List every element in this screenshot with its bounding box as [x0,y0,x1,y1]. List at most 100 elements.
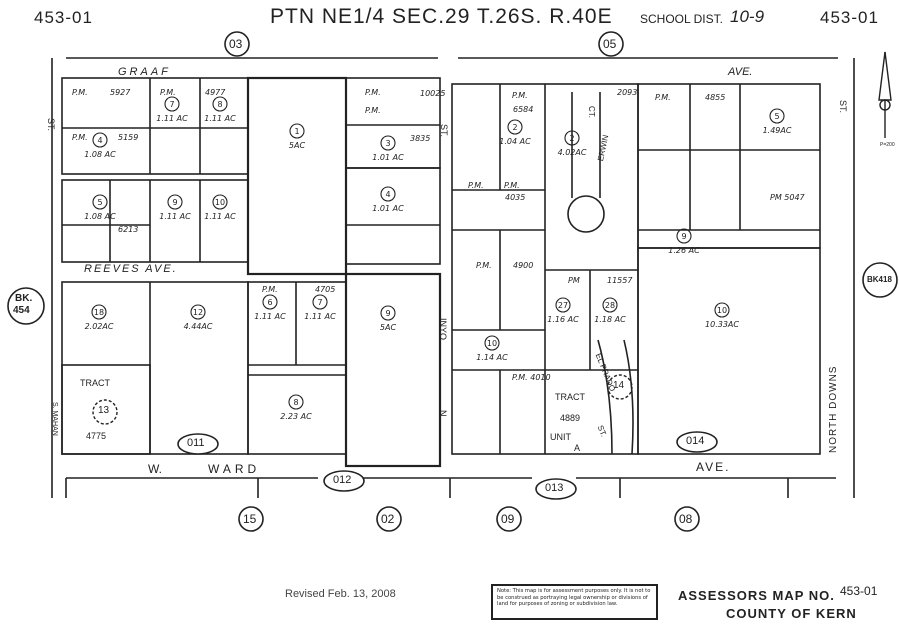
parcel-map-label: 5159 [118,133,138,142]
parcel-acreage: 1.16 AC [547,315,579,324]
block-outline [345,167,441,265]
parcel-map-label: 3835 [410,134,430,143]
parcel-number: 8 [217,100,222,109]
parcel-number: 2 [569,134,574,143]
book-ref-right: BK418 [867,275,892,284]
tract-id: 4775 [86,431,107,441]
parcel-map-label: P.M. [72,88,88,97]
block-013: 013 [545,482,564,494]
parcel-map-label: PM [568,276,580,285]
map-ref-circle [224,31,250,57]
block-oval-012 [323,470,365,492]
tract-label: TRACT [555,392,585,402]
street-ave-top: AVE. [728,66,753,78]
map-ref-circle [238,506,264,532]
parcel-map-label: P.M. [468,181,484,190]
parcel-number: 5 [774,112,779,121]
parcel-map-label: 6213 [118,225,138,234]
north-arrow-note: P=200 [880,142,895,148]
school-district-value: 10-9 [730,7,765,26]
parcel-number: 28 [605,301,615,310]
street-north-downs: NORTH DOWNS [828,365,839,453]
parcel-map-label: 10025 [420,89,445,98]
parcel-number: 12 [193,308,203,317]
parcel-number: 9 [681,232,686,241]
parcel-map-label: P.M. [72,133,88,142]
street-st-left: ST. [46,118,56,132]
parcel-number: 18 [94,308,104,317]
parcel-acreage: 1.04 AC [499,137,531,146]
block-014: 014 [686,435,705,447]
parcel-acreage: 1.11 AC [204,212,236,221]
block-outline [637,83,821,249]
street-st-mid: ST. [439,124,449,138]
parcel-acreage: 1.11 AC [159,212,191,221]
map-ref-circle [376,506,402,532]
block-outline [61,179,249,263]
page-number-right: 453-01 [820,8,879,27]
parcel-map-label: 4855 [705,93,725,102]
parcel-map-label: 6584 [513,105,533,114]
tract-unit-letter: A [574,443,581,453]
parcel-acreage: 10.33AC [705,320,739,329]
street-reeves: REEVES AVE. [84,263,178,275]
street-ward: WARD [208,462,261,476]
parcel-acreage: 1.01 AC [372,153,404,162]
map-ref-top-right: 05 [603,37,617,51]
block-oval-014 [676,431,718,453]
parcel-number: 10 [215,198,225,207]
tract-unit: UNIT [550,432,571,442]
street-mahan: S. MAHAN [51,402,58,436]
block-oval-013 [535,478,577,500]
block-outline [61,281,249,455]
block-012: 012 [333,474,352,486]
parcel-acreage: 1.11 AC [254,312,286,321]
parcel-map-label: P.M. [504,181,520,190]
parcel-acreage: 1.11 AC [204,114,236,123]
tract-label: TRACT [80,378,110,388]
parcel-number: 3 [385,139,390,148]
parcel-acreage: 1.11 AC [156,114,188,123]
parcel-map-label: 2093 [617,88,637,97]
street-erwin-ct: CT. [587,106,596,118]
block-011: 011 [187,437,205,449]
book-ref-left-label: BK. [15,293,33,304]
parcel-map-label: PM 5047 [770,193,806,202]
parcel-acreage: 1.14 AC [476,353,508,362]
cul-de-sac [567,195,605,233]
parcel-acreage: 1.08 AC [84,150,116,159]
parcel-map-label: 4705 [315,285,335,294]
parcel-map-label: P.M. [655,93,671,102]
parcel-map-label: 11557 [607,276,633,285]
parcel-map-label: P.M. [160,88,176,97]
street-inyo: INYO [438,318,448,341]
map-ref-bottom-4: 08 [679,512,693,526]
parcel-map-label: 4035 [505,193,525,202]
parcel-map-label: P.M. 4010 [512,373,551,382]
parcel-acreage: 2.23 AC [280,412,312,421]
tract-number: 14 [613,380,625,391]
parcel-number: 7 [317,298,322,307]
street-ave-bottom: AVE. [696,460,731,474]
map-ref-circle [674,506,700,532]
parcel-map-label: P.M. [262,285,278,294]
map-ref-circle [862,262,898,298]
county-name: COUNTY OF KERN [726,606,857,621]
revised-date: Revised Feb. 13, 2008 [285,588,396,600]
parcel-acreage: 1.08 AC [84,212,116,221]
parcel-number: 10 [487,339,497,348]
map-ref-circle [7,287,45,325]
assessors-map-number: 453-01 [840,584,878,598]
map-ref-bottom-2: 02 [381,512,395,526]
parcel-number: 9 [172,198,177,207]
tract-circle [607,374,633,400]
parcel-number: 7 [169,100,174,109]
parcel-number: 27 [558,301,568,310]
school-district-label: SCHOOL DIST. [640,12,723,26]
parcel-number: 5 [97,198,102,207]
parcel-acreage: 5AC [380,323,397,332]
parcel-acreage: 1.49AC [763,126,792,135]
parcel-number: 1 [294,127,299,136]
parcel-acreage: 4.02AC [558,148,587,157]
book-ref-left-value: 454 [13,305,30,316]
